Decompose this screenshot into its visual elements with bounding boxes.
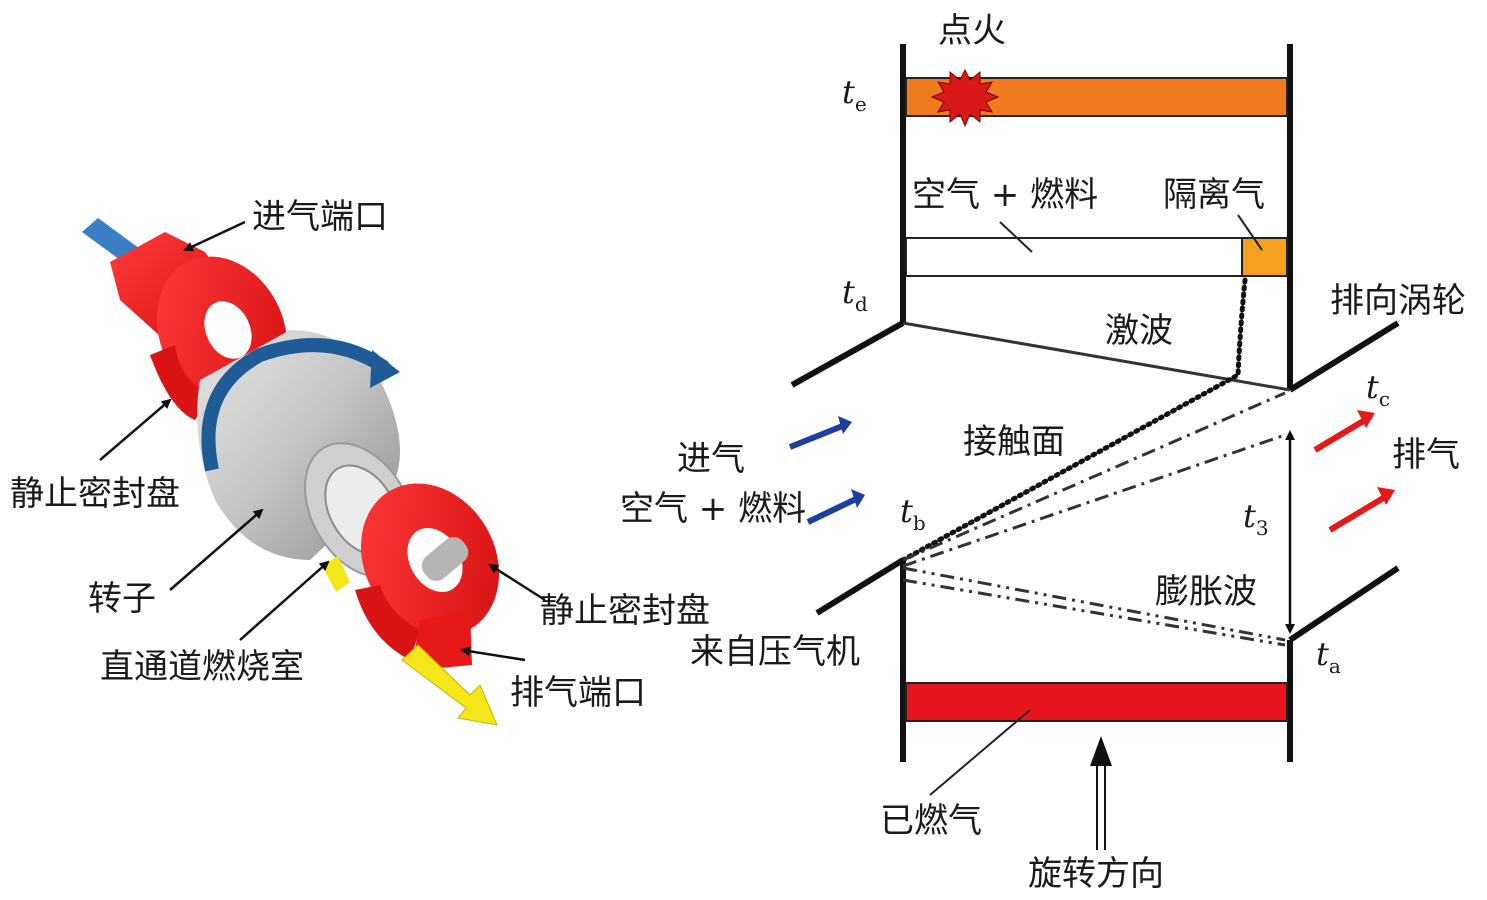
- left-leader-lines: [99, 220, 546, 662]
- wave-rotor-3d-model: 进气端口 静止密封盘 转子 直通道燃烧室 静止密封盘 排气端口: [10, 197, 710, 726]
- channel-walls: [790, 44, 1400, 762]
- label-air-fuel-top: 空气 + 燃料: [912, 175, 1098, 215]
- label-shock-wave: 激波: [1105, 311, 1173, 351]
- label-inlet-port: 进气端口: [252, 197, 388, 237]
- label-expansion-wave: 膨胀波: [1155, 572, 1257, 612]
- rotation-direction-arrow: [1090, 736, 1112, 850]
- time-label-tb: tb: [900, 492, 926, 535]
- label-rotor: 转子: [88, 579, 156, 619]
- label-stationary-seal-disk-left: 静止密封盘: [10, 474, 180, 514]
- label-buffer-gas: 隔离气: [1163, 175, 1265, 215]
- exhaust-flow-arrows: [1313, 410, 1395, 533]
- contact-surface-path: [900, 277, 1248, 563]
- label-contact-surface: 接触面: [963, 422, 1065, 462]
- right-seal-disk: [355, 483, 500, 660]
- wave-trajectory-lines: [902, 391, 1286, 647]
- label-burned-gas: 已燃气: [880, 801, 982, 841]
- label-exhaust: 排气: [1392, 435, 1460, 475]
- label-intake: 进气: [677, 439, 745, 479]
- burned-gas-leader: [929, 709, 1031, 796]
- label-combustor: 直通道燃烧室: [100, 647, 304, 687]
- label-air-fuel-left: 空气 + 燃料: [620, 489, 806, 529]
- shock-wave-line: [902, 321, 1291, 392]
- time-label-te: te: [842, 73, 867, 116]
- air-fuel-leader: [999, 221, 1033, 253]
- buffer-gas-band: [1241, 237, 1288, 277]
- ignition-spark-icon: [930, 68, 1000, 128]
- label-exhaust-port: 排气端口: [510, 673, 646, 713]
- time-label-td: td: [842, 273, 868, 316]
- buffer-gas-leader: [1237, 214, 1263, 251]
- burned-gas-band: [905, 682, 1288, 722]
- time-label-t3: t3: [1243, 497, 1269, 540]
- time-label-tc: tc: [1366, 368, 1390, 411]
- label-ignition: 点火: [938, 11, 1006, 51]
- intake-flow-arrows: [788, 416, 865, 525]
- label-stationary-seal-disk-right: 静止密封盘: [540, 591, 710, 631]
- label-to-turbine: 排向涡轮: [1330, 281, 1466, 321]
- exhaust-port-housing: [415, 610, 472, 668]
- time-label-ta: ta: [1316, 635, 1341, 678]
- air-fuel-band: [905, 237, 1288, 277]
- label-from-compressor: 来自压气机: [690, 632, 860, 672]
- wave-diagram: 点火 空气 + 燃料 隔离气 排向涡轮 激波 接触面 进气 空气 + 燃料 排气…: [620, 11, 1466, 894]
- label-rotation-direction: 旋转方向: [1028, 854, 1164, 894]
- rotation-arrow: [201, 338, 400, 472]
